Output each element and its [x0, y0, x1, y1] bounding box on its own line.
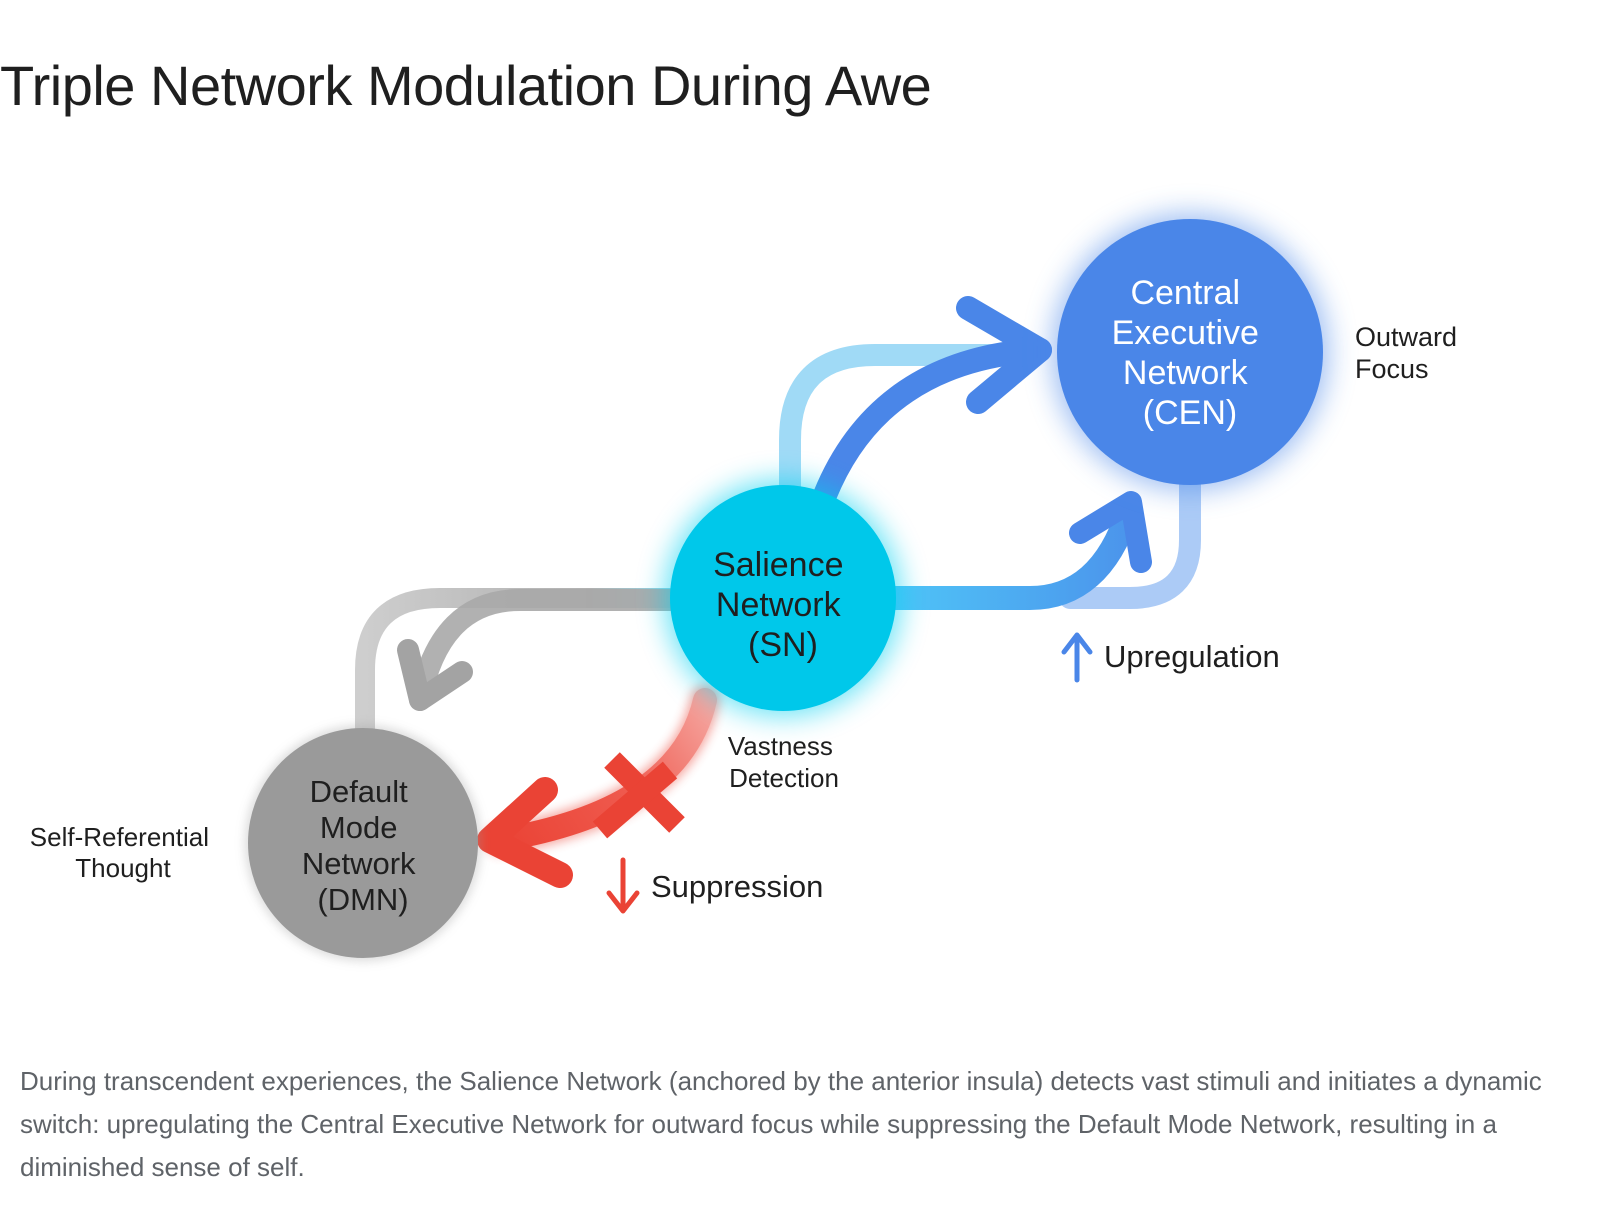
sn-to-cen-arrowhead-icon: [956, 296, 1052, 414]
sn-to-dmn-grey-arrow-path: [409, 589, 681, 711]
cen-node-label: Central Executive Network (CEN): [1112, 274, 1269, 432]
upregulation-label: Upregulation: [1104, 639, 1280, 674]
self-referential-label: Self-Referential Thought: [30, 822, 216, 883]
suppression-block-x-icon: [592, 752, 685, 839]
suppression-arrowhead-icon: [477, 777, 573, 888]
outward-focus-label: Outward Focus: [1355, 322, 1465, 384]
dmn-node-label: Default Mode Network (DMN): [302, 774, 424, 917]
dmn-node: [248, 728, 478, 958]
sn-node-label: Salience Network (SN): [713, 546, 853, 664]
page-title: Triple Network Modulation During Awe: [0, 54, 932, 117]
sn-to-dmn-grey-path: [355, 588, 695, 745]
upregulation-arrowhead-icon: [1069, 491, 1152, 573]
triple-network-diagram: Central Executive Network (CEN) Salience…: [30, 214, 1465, 961]
suppression-down-arrow-icon: [606, 857, 640, 914]
upregulation-up-arrow-icon: [1061, 632, 1093, 683]
cen-lower-loop-path: [1059, 474, 1201, 609]
suppression-label: Suppression: [651, 869, 823, 904]
sn-to-cen-upper-loop-path: [779, 344, 1011, 501]
diagram-caption: During transcendent experiences, the Sal…: [20, 1066, 1542, 1182]
grey-arrowhead-icon: [397, 639, 473, 711]
cen-node: [1057, 219, 1323, 485]
sn-node: [670, 485, 896, 711]
vastness-detection-label: Vastness Detection: [728, 731, 840, 793]
sn-to-cen-curved-arrow-path: [813, 338, 1052, 507]
sn-to-cen-upregulation-path: [883, 500, 1140, 610]
